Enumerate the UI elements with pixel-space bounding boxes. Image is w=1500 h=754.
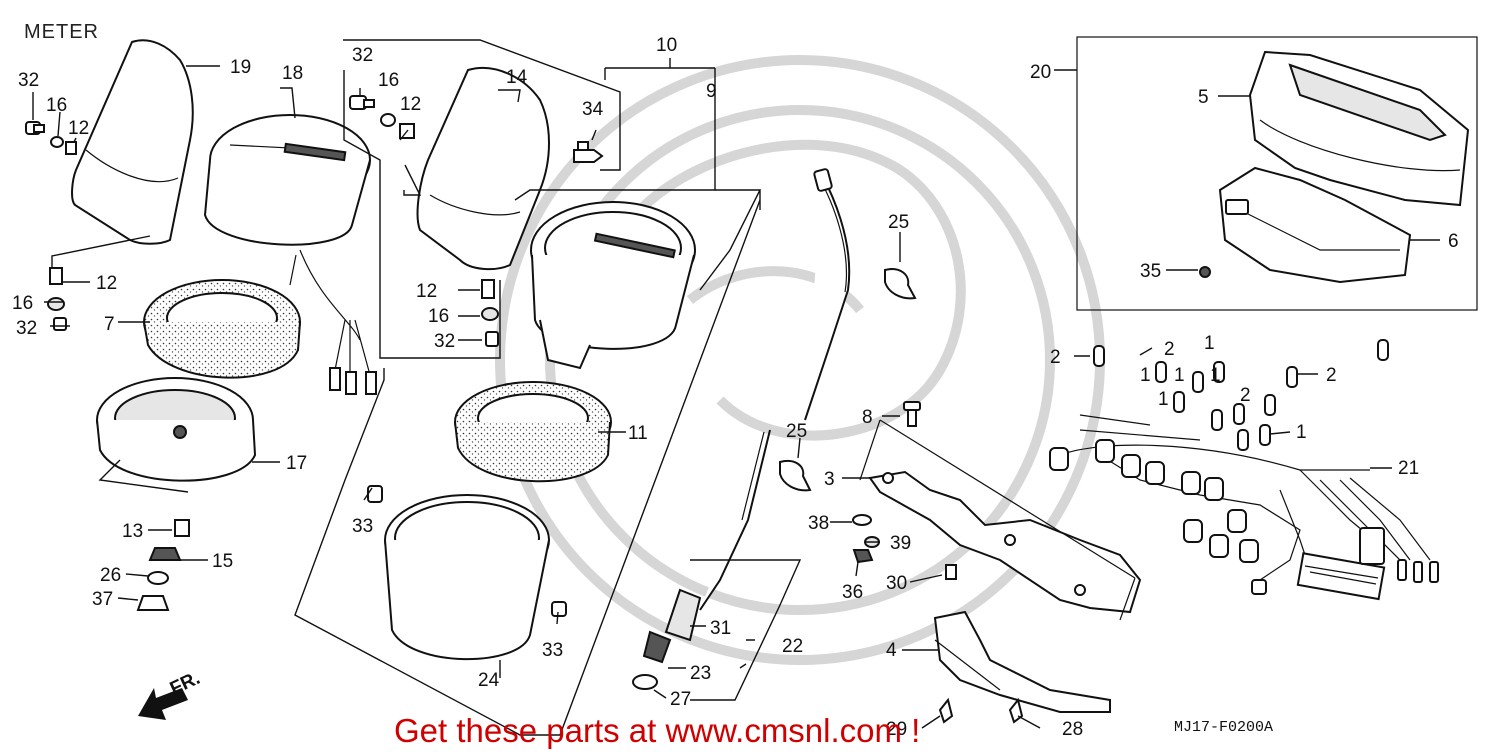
center-meter-group (294, 39, 762, 736)
callout-16: 16 (46, 95, 67, 116)
callout-16: 16 (378, 70, 399, 91)
callout-12: 12 (68, 118, 89, 139)
callout-2: 2 (1164, 339, 1175, 360)
part-6-lower-cover (1218, 166, 1412, 284)
callout-17: 17 (286, 453, 307, 474)
callout-20: 20 (1030, 62, 1051, 83)
callout-12: 12 (96, 273, 117, 294)
callout-35: 35 (1140, 261, 1161, 282)
part-19-visor (71, 39, 194, 245)
front-arrow-icon (138, 688, 188, 720)
callout-27: 27 (670, 689, 691, 710)
callout-12: 12 (400, 94, 421, 115)
cover-box-group (1054, 36, 1478, 311)
callout-12: 12 (416, 281, 437, 302)
left-meter-group (25, 39, 377, 611)
callout-1: 1 (1174, 365, 1185, 386)
diagram-title: METER (24, 21, 99, 43)
callout-19: 19 (230, 57, 251, 78)
callout-6: 6 (1448, 231, 1459, 252)
callout-3: 3 (824, 469, 835, 490)
callout-16: 16 (428, 306, 449, 327)
callout-8: 8 (862, 407, 873, 428)
callout-39: 39 (890, 533, 911, 554)
callout-15: 15 (212, 551, 233, 572)
promo-link-text[interactable]: Get these parts at www.cmsnl.com ! (394, 712, 920, 749)
callout-1: 1 (1140, 365, 1151, 386)
callout-10: 10 (656, 35, 677, 56)
part-cable-upper (804, 174, 851, 421)
callout-30: 30 (886, 573, 907, 594)
callout-36: 36 (842, 582, 863, 603)
callout-28: 28 (1062, 719, 1083, 740)
callout-18: 18 (282, 63, 303, 84)
callout-31: 31 (710, 618, 731, 639)
callout-32: 32 (434, 331, 455, 352)
harness-connector-small (1359, 527, 1385, 565)
callout-2: 2 (1240, 385, 1251, 406)
callout-33: 33 (352, 516, 373, 537)
callout-14: 14 (506, 67, 528, 88)
callout-32: 32 (16, 318, 37, 339)
part-cable-lower (699, 429, 771, 611)
part-21-harness (1059, 414, 1370, 581)
part-4-bracket (933, 610, 1111, 713)
callout-9: 9 (706, 81, 717, 102)
callout-7: 7 (104, 314, 115, 335)
callout-22: 22 (782, 636, 803, 657)
callout-29: 29 (886, 719, 907, 740)
harness-sockets (1049, 439, 1259, 563)
callout-37: 37 (92, 589, 113, 610)
callout-34: 34 (582, 99, 604, 120)
callout-1: 1 (1158, 389, 1169, 410)
callout-32: 32 (352, 45, 373, 66)
callout-32: 32 (18, 70, 39, 91)
callout-33: 33 (542, 640, 563, 661)
front-direction-indicator: FR. (138, 668, 203, 720)
callout-23: 23 (690, 663, 711, 684)
callout-26: 26 (100, 565, 121, 586)
callout-13: 13 (122, 521, 143, 542)
wiring-harness-group (1049, 339, 1439, 601)
callout-24: 24 (478, 670, 500, 691)
callout-11: 11 (628, 423, 648, 444)
callout-1: 1 (1204, 333, 1215, 354)
mount-bracket-group (830, 401, 1142, 729)
harness-bulbs (1093, 339, 1389, 451)
callout-1: 1 (1296, 422, 1307, 443)
speedo-cable-group (632, 168, 917, 701)
part-20-cover-assembly-box (1076, 36, 1478, 311)
harness-terminals (1251, 559, 1439, 595)
callout-25: 25 (888, 212, 909, 233)
callout-2: 2 (1326, 365, 1337, 386)
callout-4: 4 (886, 640, 897, 661)
callout-1: 1 (1210, 365, 1221, 386)
callout-25: 25 (786, 421, 807, 442)
callout-21: 21 (1398, 458, 1419, 479)
callout-38: 38 (808, 513, 829, 534)
callout-5: 5 (1198, 87, 1209, 108)
diagram-code: MJ17-F0200A (1174, 719, 1273, 736)
callout-16: 16 (12, 293, 33, 314)
callout-labels: 19 18 32 16 12 12 16 32 7 17 13 15 26 37… (12, 35, 1459, 740)
callout-2: 2 (1050, 347, 1061, 368)
